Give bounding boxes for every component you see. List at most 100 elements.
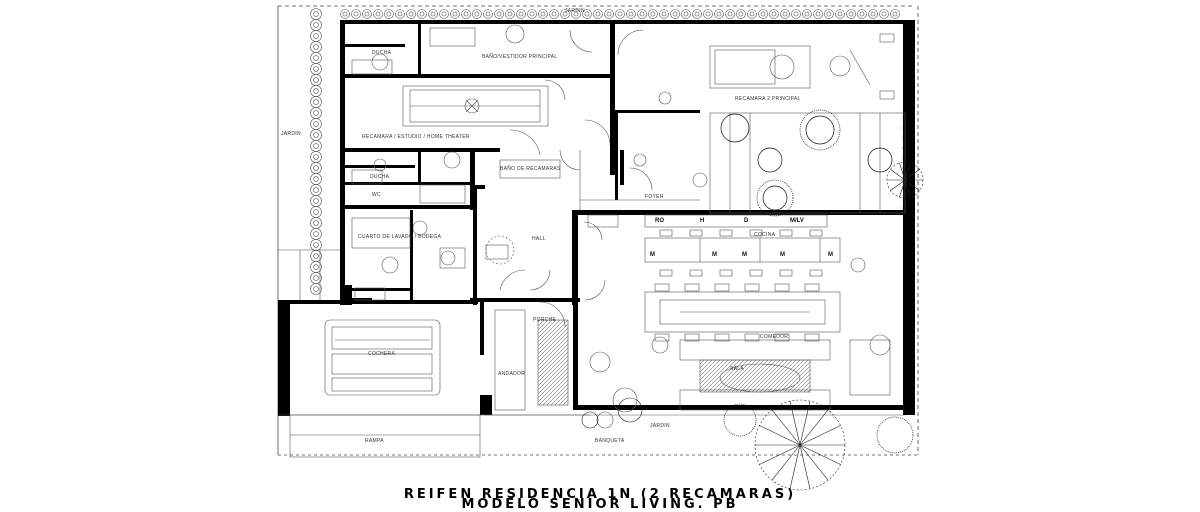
tree-branch	[904, 179, 911, 198]
shrub-icon	[386, 11, 392, 17]
tree-branch	[799, 401, 811, 446]
shrub-icon	[617, 11, 623, 17]
shrub-icon	[430, 11, 436, 17]
tree-icon	[581, 161, 924, 491]
shrub-icon	[727, 11, 733, 17]
shrub-icon	[384, 9, 394, 19]
dining-chair	[744, 333, 760, 342]
shrub-icon	[562, 11, 568, 17]
stool	[719, 269, 733, 277]
stool	[779, 229, 793, 237]
stool	[659, 269, 673, 277]
shrub-icon	[681, 9, 691, 19]
tree-branch	[799, 444, 829, 481]
label-cochera: COCHERA	[368, 351, 395, 357]
shrub-icon	[549, 9, 559, 19]
shrub-icon	[375, 11, 381, 17]
shrub-icon	[373, 9, 383, 19]
shrub-icon	[527, 9, 537, 19]
shrub-icon	[573, 11, 579, 17]
tree-branch	[789, 444, 801, 489]
shrub-icon	[351, 9, 361, 19]
shrub-icon	[846, 9, 856, 19]
stool	[749, 229, 763, 237]
shrub-icon	[571, 9, 581, 19]
room-labels: JARDIN JARDIN DUCHA BAÑO/VESTIDOR PRINCI…	[281, 8, 833, 444]
shrub-icon	[720, 109, 914, 454]
dining-chair	[654, 333, 670, 342]
shrub-icon	[879, 9, 889, 19]
label-m3: M	[742, 252, 747, 258]
shrub-icon	[637, 9, 647, 19]
shrub-icon	[313, 220, 319, 226]
label-m4: M	[780, 252, 785, 258]
stool	[749, 269, 763, 277]
tree-branch	[799, 444, 841, 465]
label-bano-principal: BAÑO/VESTIDOR PRINCIPAL	[482, 53, 557, 60]
shrub-icon	[313, 99, 319, 105]
label-andador: ANDADOR	[498, 371, 525, 377]
shrub-icon	[313, 187, 319, 193]
dining-chair	[654, 283, 670, 292]
shrub-icon	[881, 11, 887, 17]
shrub-icon	[659, 9, 669, 19]
stool	[659, 229, 673, 237]
shrub-icon	[538, 9, 548, 19]
shrub-icon	[463, 11, 469, 17]
shrub-icon	[736, 9, 746, 19]
shrub-icon	[313, 198, 319, 204]
shrub-icon	[615, 9, 625, 19]
shrub-icon	[342, 11, 348, 17]
label-comedor: COMEDOR	[760, 334, 788, 340]
shrub-icon	[313, 154, 319, 160]
shrub-icon	[551, 11, 557, 17]
shrub-icon	[837, 11, 843, 17]
shrub-icon	[313, 209, 319, 215]
label-banqueta: BANQUETA	[595, 438, 625, 444]
shrub-icon	[474, 11, 480, 17]
shrub-icon	[313, 22, 319, 28]
shrub-icon	[780, 9, 790, 19]
label-sala: SALA	[730, 366, 744, 372]
shrub-icon	[313, 132, 319, 138]
shrub-icon	[313, 121, 319, 127]
shrub-icon	[313, 242, 319, 248]
tree-branch	[890, 169, 906, 181]
shrub-icon	[353, 11, 359, 17]
label-cuarto-lavado: CUARTO DE LAVADO / BODEGA	[358, 234, 442, 240]
shrub-icon	[313, 253, 319, 259]
shrub-icon	[313, 66, 319, 72]
shrub-icon	[670, 9, 680, 19]
interior-lines	[278, 24, 906, 458]
shrub-icon	[593, 9, 603, 19]
label-m1: M	[650, 252, 655, 258]
shrub-icon	[738, 11, 744, 17]
shrub-icon	[461, 9, 471, 19]
shrub-icon	[859, 11, 865, 17]
shrub-icon	[791, 9, 801, 19]
shrub-icon	[450, 9, 460, 19]
shrub-row-left	[303, 8, 333, 295]
shrub-icon	[584, 11, 590, 17]
shrub-icon	[313, 176, 319, 182]
shrub-icon	[313, 264, 319, 270]
shrub-icon	[406, 9, 416, 19]
shrub-icon	[496, 11, 502, 17]
shrub-icon	[560, 9, 570, 19]
dining-chair	[804, 333, 820, 342]
shrub-icon	[857, 9, 867, 19]
label-ducha-1: DUCHA	[372, 50, 392, 56]
shrub-icon	[540, 11, 546, 17]
shrub-icon	[604, 9, 614, 19]
label-jardin-3: JARDIN	[650, 423, 670, 429]
label-ro: RO	[655, 218, 664, 224]
shrub-icon	[419, 11, 425, 17]
stool	[779, 269, 793, 277]
label-cocina: COCINA	[754, 232, 776, 238]
shrub-icon	[890, 9, 900, 19]
shrub-icon	[313, 33, 319, 39]
dining-chair	[684, 283, 700, 292]
shrub-icon	[725, 9, 735, 19]
shrub-icon	[417, 9, 427, 19]
